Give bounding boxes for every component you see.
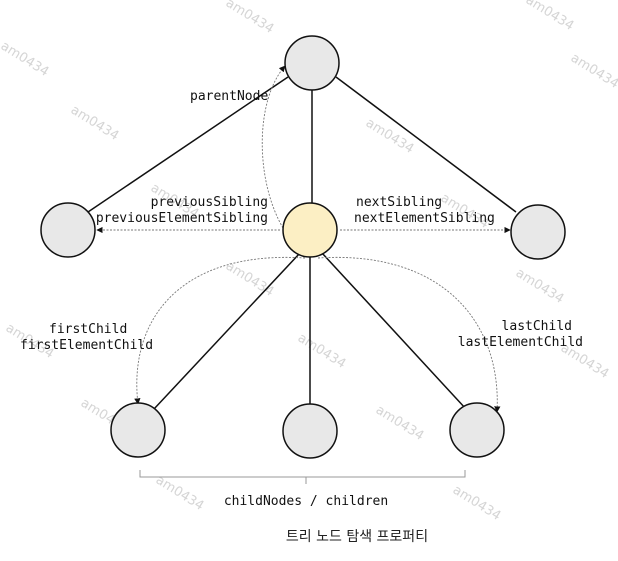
first-child-label: firstChild [49, 322, 127, 337]
relation-arrows [96, 65, 511, 413]
tree-edges [87, 76, 517, 410]
watermark-text: am0434 [153, 473, 207, 514]
middle-child-node [282, 403, 338, 459]
next-sibling-label: nextSibling [356, 195, 442, 210]
watermark-text: am0434 [223, 0, 277, 37]
watermark-text: am0434 [523, 0, 577, 34]
parent-node [284, 35, 340, 91]
first-child-node [110, 402, 166, 458]
watermark-text: am0434 [450, 483, 504, 524]
children-label: childNodes / children [224, 494, 388, 509]
edge-current-to-first-child [153, 252, 301, 410]
current-node [282, 202, 338, 258]
watermark-text: am0434 [68, 103, 122, 144]
diagram-caption: 트리 노드 탐색 프로퍼티 [286, 529, 428, 545]
previous-element-sibling-label: previousElementSibling [96, 211, 268, 226]
previous-sibling-label: previousSibling [151, 195, 268, 210]
next-element-sibling-label: nextElementSibling [354, 211, 495, 226]
watermark-text: am0434 [568, 51, 618, 92]
first-element-child-label: firstElementChild [20, 338, 153, 353]
tree-nodes [40, 35, 566, 459]
watermark-text: am0434 [0, 39, 51, 80]
next-sibling-node [510, 204, 566, 260]
last-element-child-label: lastElementChild [458, 335, 583, 350]
children-bracket [139, 470, 466, 484]
edge-parent-to-next-sibling [335, 76, 517, 213]
edge-current-to-last-child [321, 252, 467, 410]
last-child-arrow [317, 256, 501, 413]
watermark-text: am0434 [373, 403, 427, 444]
previous-sibling-node [40, 202, 96, 258]
first-child-arrow [134, 256, 306, 405]
last-child-label: lastChild [502, 319, 572, 334]
watermark-text: am0434 [363, 116, 417, 157]
edge-parent-to-previous-sibling [87, 76, 289, 213]
watermark-text: am0434 [223, 259, 277, 300]
last-child-node [449, 402, 505, 458]
watermark-text: am0434 [513, 266, 567, 307]
parent-node-label: parentNode [190, 89, 268, 104]
watermark-text: am0434 [295, 331, 349, 372]
